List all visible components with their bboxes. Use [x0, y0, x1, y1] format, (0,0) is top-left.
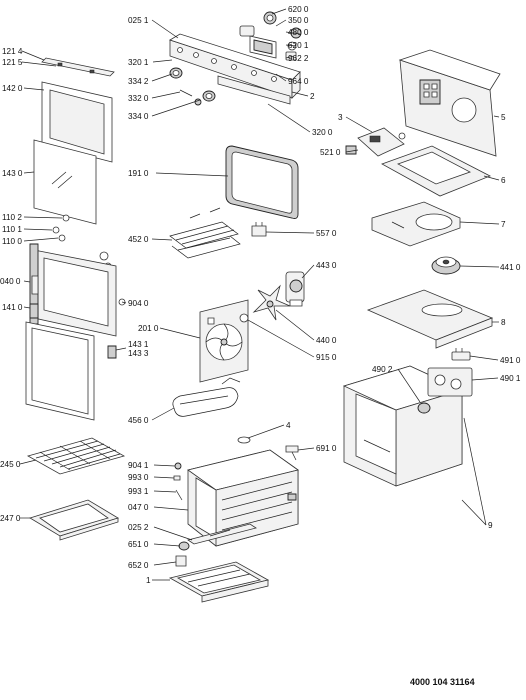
- label-8: 8: [501, 318, 506, 327]
- label-441-0: 441 0: [500, 263, 521, 272]
- door-gasket: [226, 146, 298, 219]
- label-620-0: 620 0: [288, 5, 309, 14]
- terminal-block: [452, 348, 470, 360]
- knobs-and-shafts: [170, 68, 215, 105]
- label-320-0: 320 0: [312, 128, 333, 137]
- label-245-0: 245 0: [0, 460, 21, 469]
- hinge-assembly: [176, 542, 189, 566]
- label-904-0: 904 0: [128, 299, 149, 308]
- inner-door-glass: [34, 140, 96, 224]
- label-121-5: 121 5: [2, 58, 23, 67]
- document-number: 4000 104 31164: [410, 677, 475, 687]
- label-247-0: 247 0: [0, 514, 21, 523]
- leader-lines: [20, 9, 499, 580]
- label-480-0: 480 0: [288, 28, 309, 37]
- grill-element: [170, 208, 240, 258]
- label-025-2: 025 2: [128, 523, 149, 532]
- label-143-0: 143 0: [2, 169, 23, 178]
- label-6: 6: [501, 176, 506, 185]
- label-4: 4: [286, 421, 291, 430]
- bottom-base-tray: [170, 562, 268, 602]
- control-board: [346, 128, 405, 156]
- label-5: 5: [501, 113, 506, 122]
- selector-knob-and-switches: [240, 12, 301, 60]
- label-651-0: 651 0: [128, 540, 149, 549]
- label-143-1: 143 1: [128, 340, 149, 349]
- label-440-0: 440 0: [316, 336, 337, 345]
- door-top-trim: [42, 58, 114, 76]
- label-040-0: 040 0: [0, 277, 21, 286]
- label-025-1: 025 1: [128, 16, 149, 25]
- fan-shroud: [372, 202, 460, 246]
- control-panel: [170, 34, 300, 104]
- label-2: 2: [310, 92, 315, 101]
- label-142-0: 142 0: [2, 84, 23, 93]
- label-320-1: 320 1: [128, 58, 149, 67]
- label-110-1: 110 1: [2, 225, 22, 234]
- label-334-0: 334 0: [128, 112, 149, 121]
- label-557-0: 557 0: [316, 229, 337, 238]
- label-964-0: 964 0: [288, 77, 309, 86]
- label-110-2: 110 2: [2, 213, 22, 222]
- label-141-0: 141 0: [2, 303, 23, 312]
- outer-door-glass: [42, 82, 112, 162]
- side-control-parts: [418, 368, 472, 413]
- label-491-0: 491 0: [500, 356, 521, 365]
- label-915-0: 915 0: [316, 353, 337, 362]
- label-443-0: 443 0: [316, 261, 337, 270]
- label-521-0: 521 0: [320, 148, 341, 157]
- label-993-0: 993 0: [128, 473, 149, 482]
- fan-motor: [286, 272, 304, 306]
- label-652-0: 652 0: [128, 561, 149, 570]
- label-350-0: 350 0: [288, 16, 309, 25]
- label-904-1: 904 1: [128, 461, 149, 470]
- cooling-fan: [432, 257, 460, 274]
- label-110-0: 110 0: [2, 237, 22, 246]
- label-332-0: 332 0: [128, 94, 149, 103]
- label-121-4: 121 4: [2, 47, 23, 56]
- label-691-0: 691 0: [316, 444, 337, 453]
- fan-blade: [254, 286, 290, 320]
- lamp-and-bits: [238, 437, 298, 460]
- label-047-0: 047 0: [128, 503, 149, 512]
- door-seal-frame: [26, 322, 94, 420]
- label-143-3: 143 3: [128, 349, 149, 358]
- label-191-0: 191 0: [128, 169, 149, 178]
- wire-shelf: [28, 438, 124, 474]
- base-plate: [368, 290, 492, 348]
- label-3: 3: [338, 113, 343, 122]
- label-490-2: 490 2: [372, 365, 393, 374]
- label-490-1: 490 1: [500, 374, 521, 383]
- label-962-2: 962 2: [288, 54, 309, 63]
- label-201-0: 201 0: [138, 324, 159, 333]
- cavity-side-parts: [174, 463, 182, 500]
- grill-connector: [252, 222, 266, 236]
- top-panel: [382, 146, 490, 196]
- fan-nut: [240, 314, 248, 322]
- label-452-0: 452 0: [128, 235, 149, 244]
- label-456-0: 456 0: [128, 416, 149, 425]
- door-frame: [30, 244, 116, 336]
- label-9: 9: [488, 521, 493, 530]
- label-620-1: 620 1: [288, 41, 309, 50]
- lower-element: [173, 378, 240, 416]
- rear-casing: [400, 50, 500, 156]
- label-334-2: 334 2: [128, 77, 149, 86]
- rear-panel-with-fan-cover: [200, 300, 248, 382]
- label-7: 7: [501, 220, 506, 229]
- label-993-1: 993 1: [128, 487, 149, 496]
- baking-tray: [30, 500, 118, 540]
- oven-cavity: [188, 450, 298, 546]
- lower-trim: [188, 524, 256, 544]
- label-1: 1: [146, 576, 151, 585]
- timer-module: [250, 36, 276, 58]
